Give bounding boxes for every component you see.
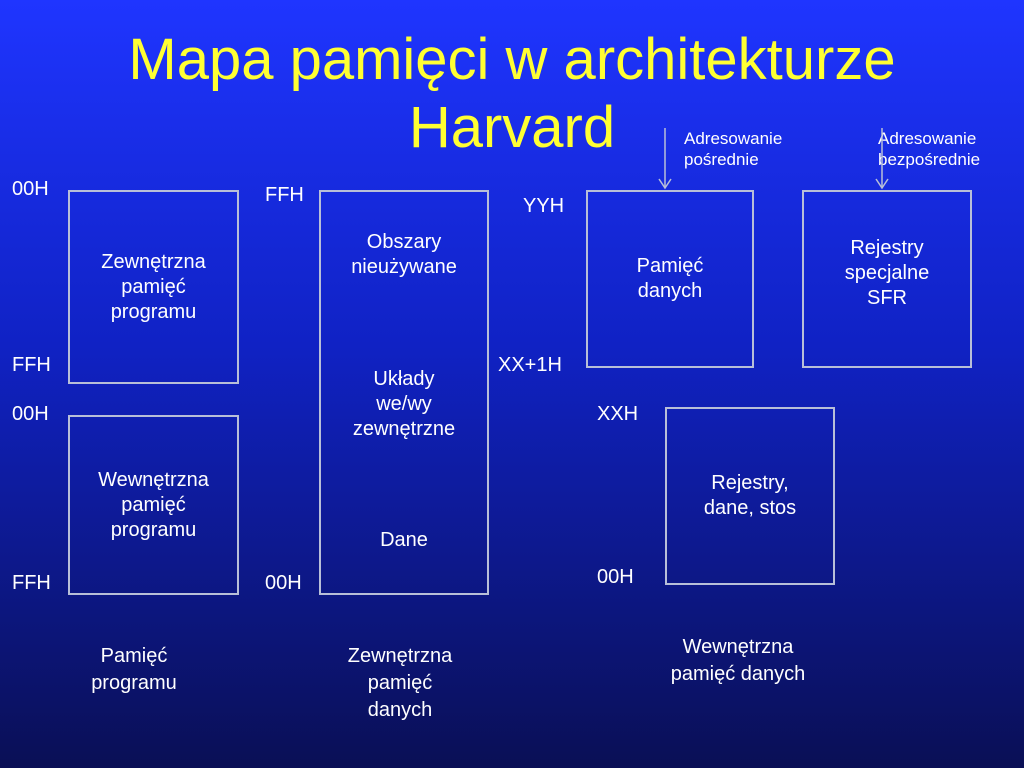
ext-data-top-address: FFH <box>265 184 304 206</box>
ext-data-bottom-address: 00H <box>265 572 302 594</box>
direct-addressing-note: Adresowanie bezpośrednie <box>878 129 981 169</box>
sfr-registers-label: Rejestry specjalne SFR <box>844 237 930 309</box>
ext-program-bottom-address: FFH <box>12 354 51 376</box>
data-region: Dane <box>380 529 428 551</box>
data-memory-bottom-address: XX+1H <box>498 354 562 376</box>
external-program-memory-box: Zewnętrzna pamięć programu <box>68 190 239 384</box>
external-data-memory-box: Obszary nieużywane Układy we/wy zewnętrz… <box>319 190 489 595</box>
registers-bottom-address: 00H <box>597 566 634 588</box>
indirect-arrow-head <box>658 178 672 190</box>
internal-program-memory-label: Wewnętrzna pamięć programu <box>98 468 209 541</box>
external-io-region: Układy we/wy zewnętrzne <box>352 367 456 440</box>
sfr-registers-box: Rejestry specjalne SFR <box>802 190 972 368</box>
data-memory-box: Pamięć danych <box>586 190 754 368</box>
registers-top-address: XXH <box>597 403 639 425</box>
external-data-memory-caption: Zewnętrzna pamięć danych <box>347 645 453 721</box>
int-program-bottom-address: FFH <box>12 572 51 594</box>
direct-arrow-head <box>875 178 889 190</box>
data-memory-top-address: YYH <box>523 195 565 217</box>
int-program-top-address: 00H <box>12 403 49 425</box>
registers-data-stack-label: Rejestry, dane, stos <box>703 472 797 519</box>
registers-data-stack-box: Rejestry, dane, stos <box>665 407 835 585</box>
page-title: Mapa pamięci w architekturze Harvard <box>128 27 896 160</box>
ext-program-top-address: 00H <box>12 178 49 200</box>
unused-areas-region: Obszary nieużywane <box>351 231 457 278</box>
data-memory-label: Pamięć danych <box>636 255 704 302</box>
external-program-memory-label: Zewnętrzna pamięć programu <box>101 250 206 323</box>
internal-program-memory-box: Wewnętrzna pamięć programu <box>68 415 239 595</box>
program-memory-caption: Pamięć programu <box>91 645 177 694</box>
indirect-addressing-note: Adresowanie pośrednie <box>684 129 783 169</box>
internal-data-memory-caption: Wewnętrzna pamięć danych <box>670 636 806 685</box>
